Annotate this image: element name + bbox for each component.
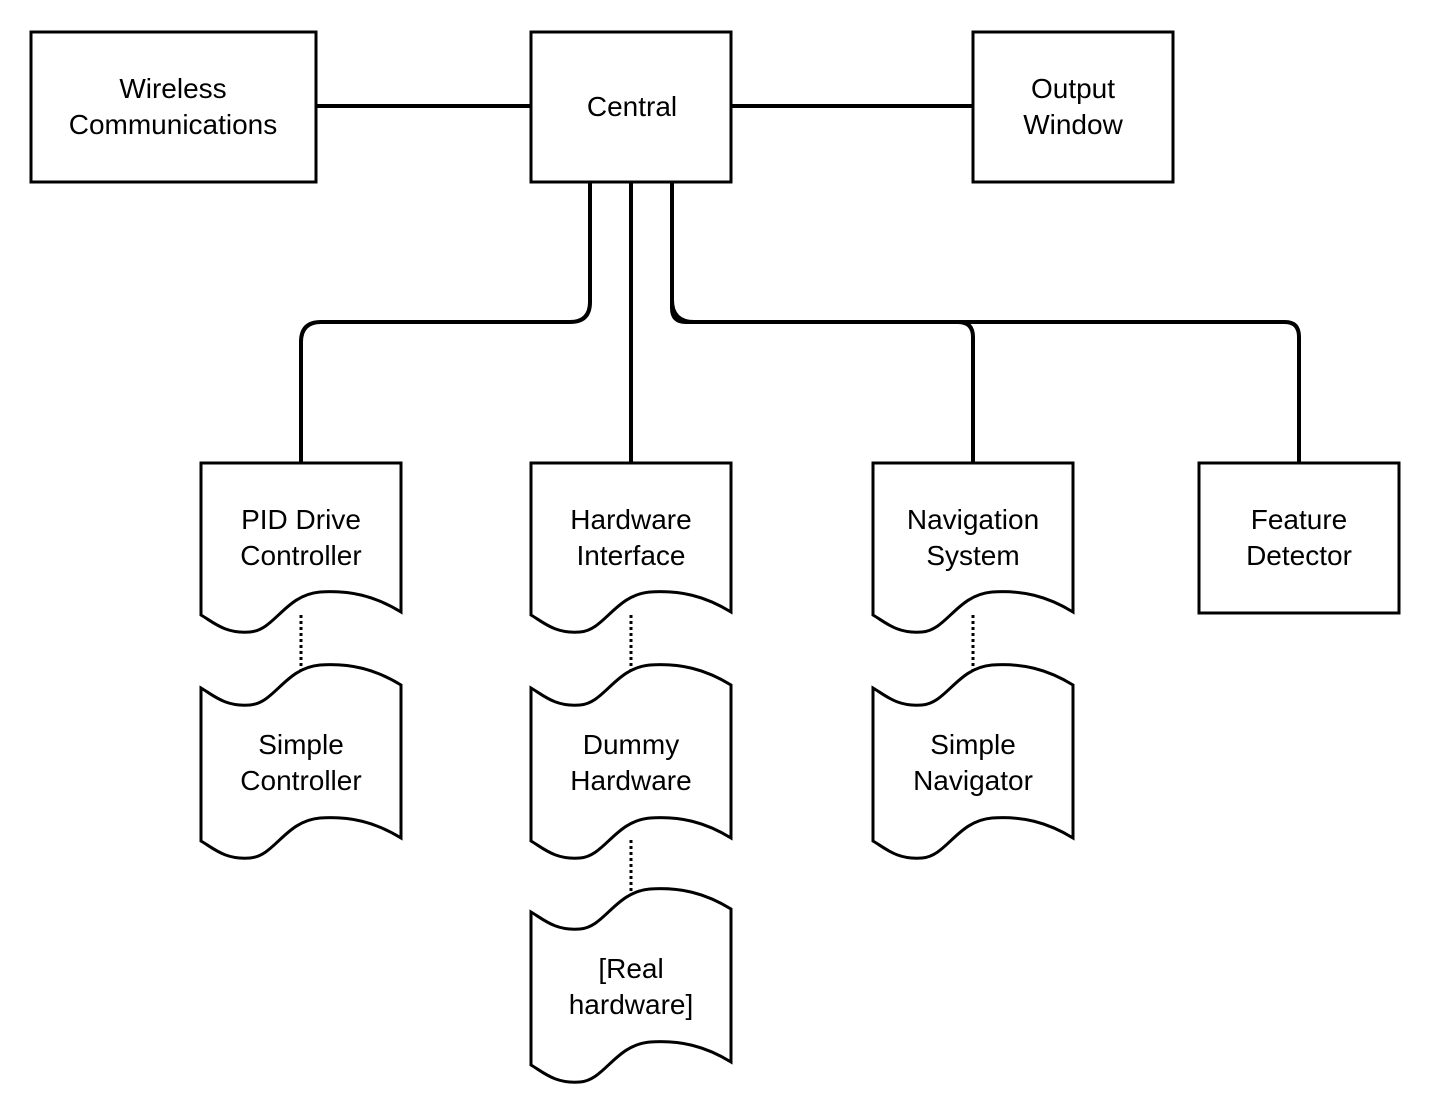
node-label-line1: Simple <box>258 729 344 760</box>
node-real-hardware: [Real hardware] <box>529 887 733 1084</box>
node-label-line2: Communications <box>69 109 278 140</box>
node-label-line1: Wireless <box>119 73 226 104</box>
node-label-line2: Detector <box>1246 540 1352 571</box>
node-pid-drive-controller: PID Drive Controller <box>199 461 403 634</box>
node-label-line1: Output <box>1031 73 1115 104</box>
node-wireless-communications: Wireless Communications <box>29 30 318 184</box>
node-label-line1: Feature <box>1251 504 1348 535</box>
node-label-line2: Window <box>1023 109 1123 140</box>
node-feature-detector: Feature Detector <box>1197 461 1401 615</box>
node-label-line2: System <box>926 540 1019 571</box>
node-central: Central <box>529 30 733 184</box>
edge-central-pid <box>299 183 592 463</box>
node-label-line1: Dummy <box>583 729 679 760</box>
node-label-line1: Central <box>587 91 677 122</box>
node-label-line1: Simple <box>930 729 1016 760</box>
node-navigation-system: Navigation System <box>871 461 1075 634</box>
node-dummy-hardware: Dummy Hardware <box>529 663 733 860</box>
node-output-window: Output Window <box>971 30 1175 184</box>
node-label-line2: Hardware <box>570 765 691 796</box>
node-label-line2: Navigator <box>913 765 1033 796</box>
node-label-line1: Hardware <box>570 504 691 535</box>
node-simple-controller: Simple Controller <box>199 663 403 860</box>
connectors <box>299 104 1301 463</box>
node-hardware-interface: Hardware Interface <box>529 461 733 634</box>
node-label-line1: Navigation <box>907 504 1039 535</box>
edge-central-feature <box>670 299 1301 463</box>
node-label-line2: Controller <box>240 765 361 796</box>
node-label-line2: hardware] <box>569 989 694 1020</box>
node-label-line1: PID Drive <box>241 504 361 535</box>
node-simple-navigator: Simple Navigator <box>871 663 1075 860</box>
node-label-line1: [Real <box>598 953 663 984</box>
node-label-line2: Controller <box>240 540 361 571</box>
node-label-line2: Interface <box>577 540 686 571</box>
